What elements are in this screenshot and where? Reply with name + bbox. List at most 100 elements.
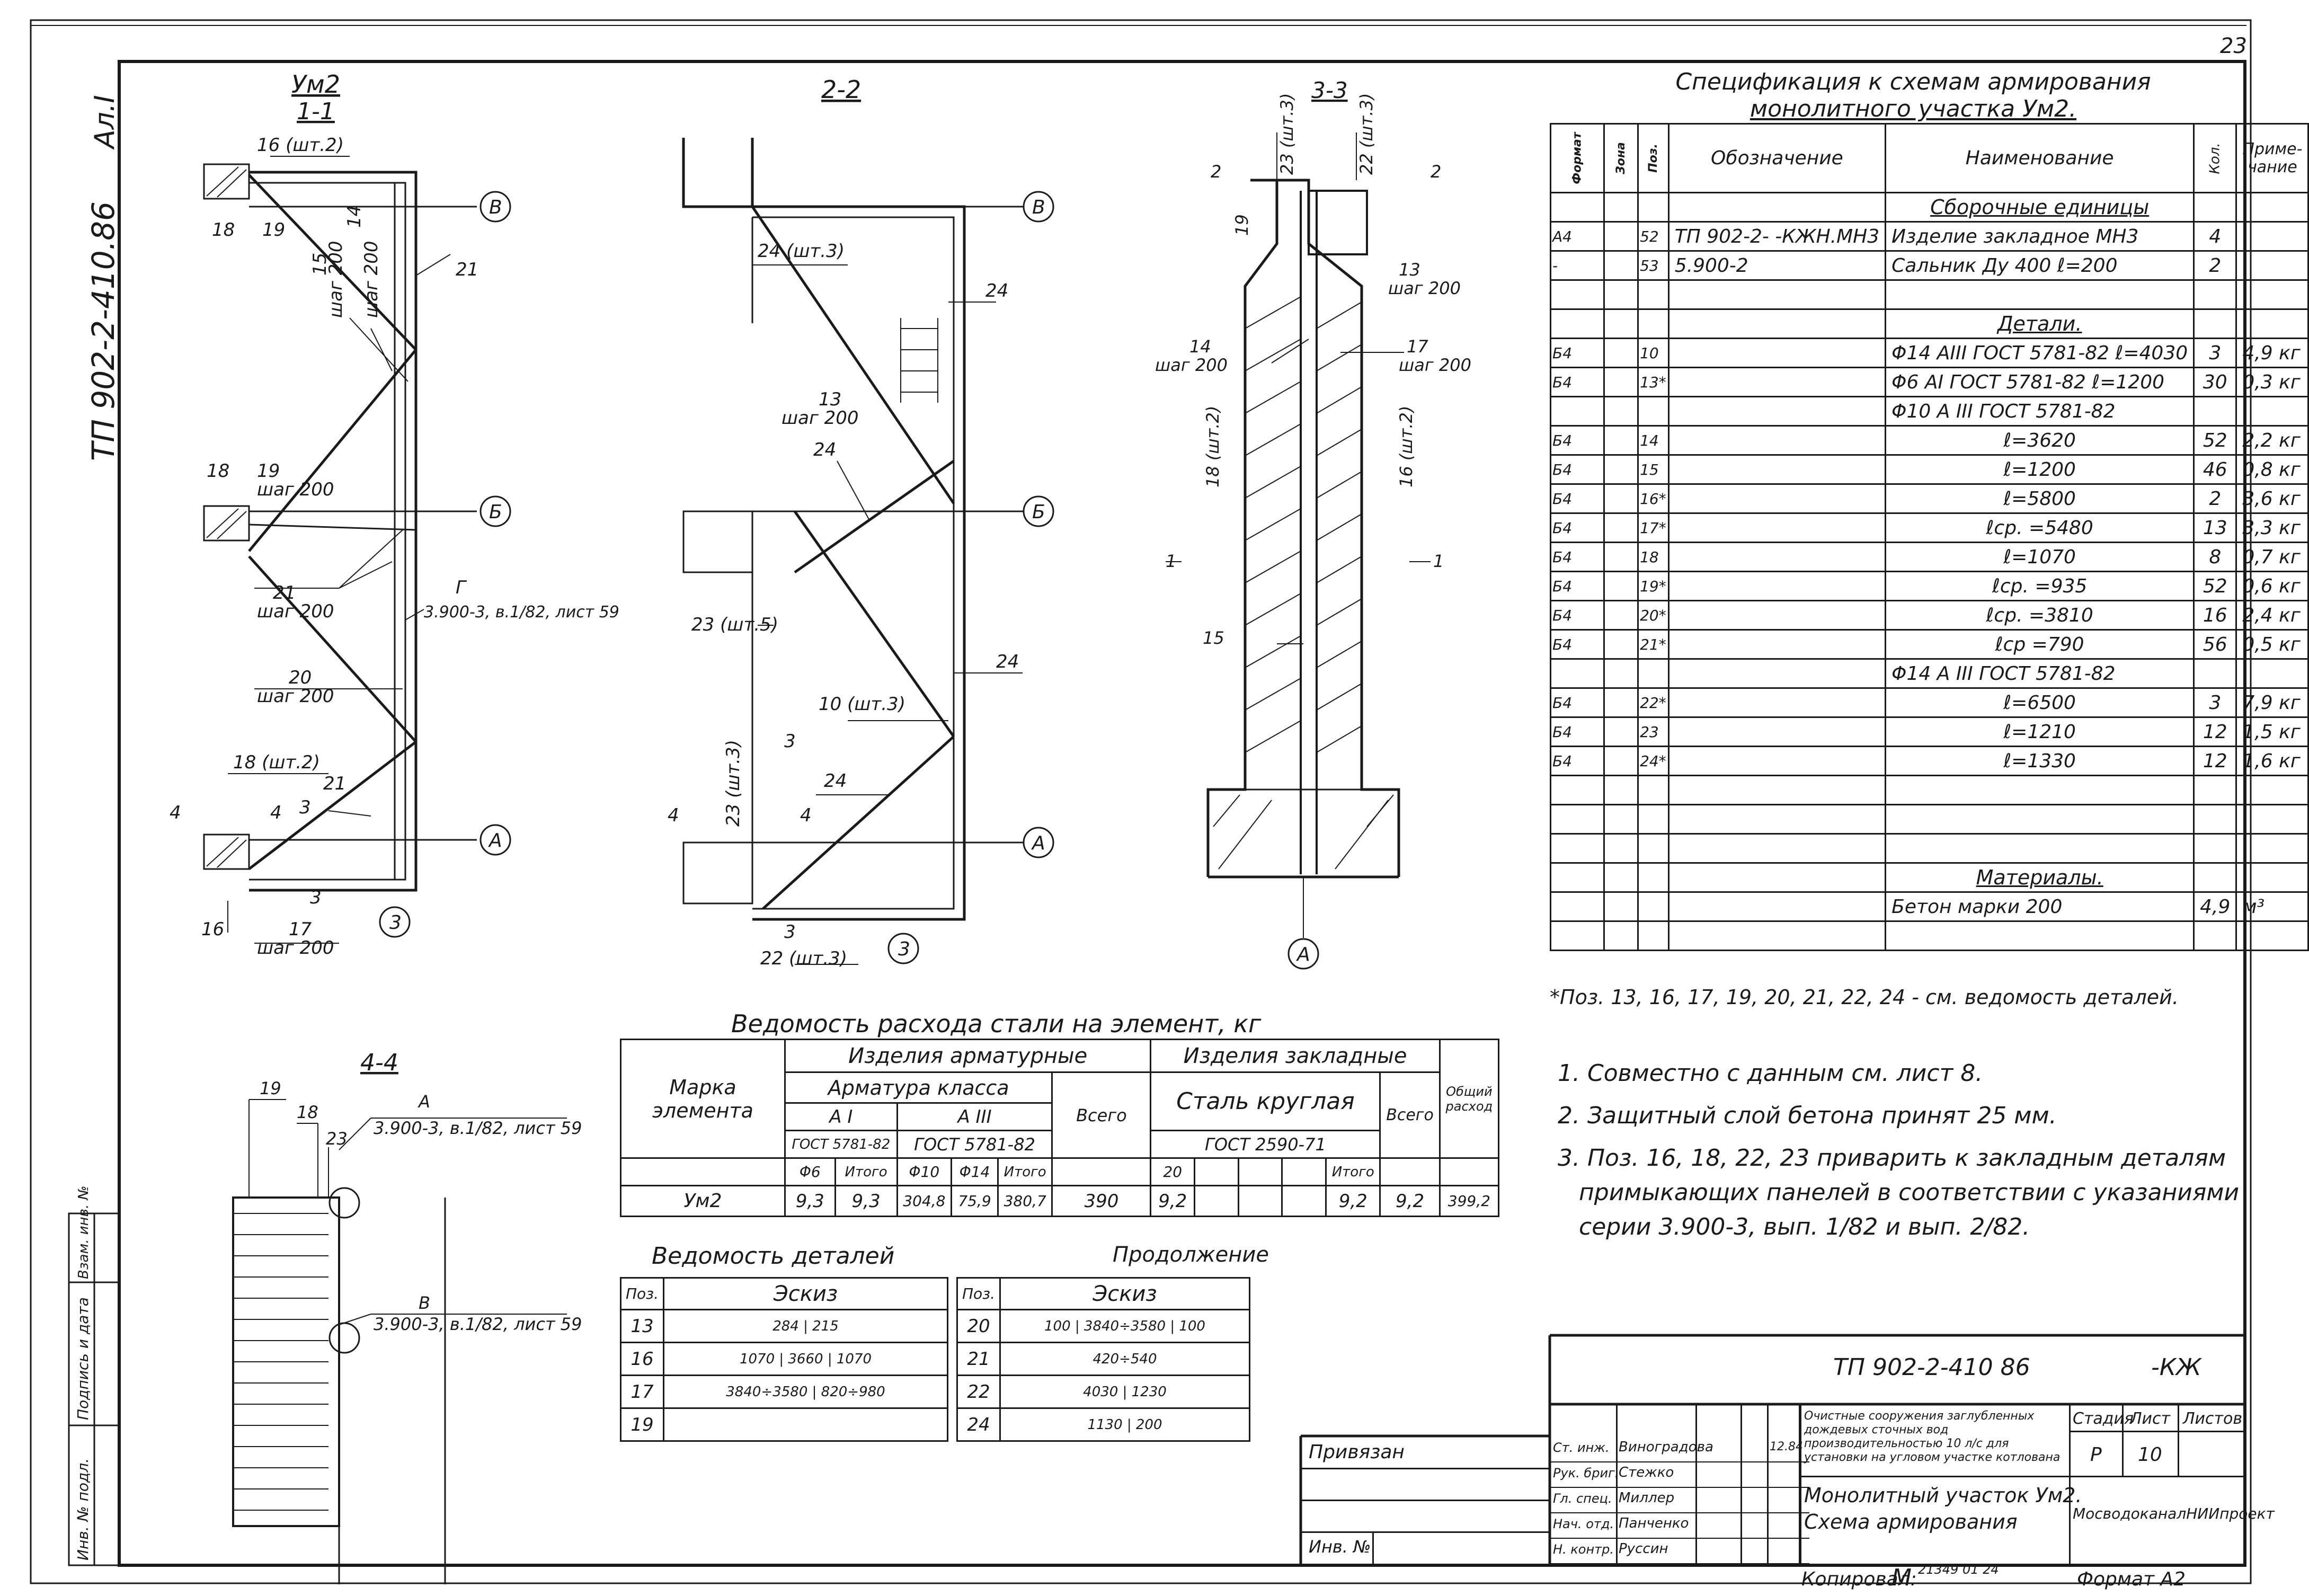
spec-cell-note: 0,7 кг — [2235, 542, 2309, 572]
svg-text:А: А — [418, 1092, 430, 1112]
svg-text:18: 18 — [297, 1102, 318, 1122]
spec-cell-fmt — [1549, 279, 1605, 310]
spec-cell-pos — [1637, 804, 1669, 835]
tb-stage-h — [2069, 1431, 2245, 1432]
tb-h-stage: Стадия — [2073, 1409, 2134, 1428]
spec-cell-note: 2,4 кг — [2235, 600, 2309, 631]
spec-cell-fmt — [1549, 192, 1605, 223]
spec-cell-zone — [1603, 862, 1639, 893]
svg-text:18: 18 — [212, 219, 235, 241]
spec-cell-pos — [1637, 279, 1669, 310]
spec-cell-desig — [1667, 629, 1887, 660]
spec-cell-desig — [1667, 512, 1887, 543]
steel-h-f6: Φ6 — [784, 1157, 836, 1186]
tb-priv-line2 — [1301, 1500, 1550, 1501]
spec-cell-pos: 15 — [1637, 454, 1669, 485]
steel-h-f14: Φ14 — [951, 1157, 999, 1186]
tb-role-name: Виноградова — [1619, 1439, 1713, 1455]
svg-text:18 (шт.2): 18 (шт.2) — [1203, 406, 1223, 487]
copied-signature: М — [1891, 1564, 1912, 1591]
spec-cell-desig — [1667, 920, 1887, 951]
spec-h-zone: Зона — [1603, 123, 1639, 193]
steel-h-itogo3: Итого — [1325, 1157, 1381, 1186]
spec-cell-name: Φ14 АIII ГОСТ 5781-82 ℓ=4030 — [1885, 338, 2195, 368]
tb-element-title-2: Схема армирования — [1804, 1510, 2018, 1533]
tb-code: ТП 902-2-410 86 — [1833, 1354, 2030, 1381]
steel-h-vsego: Всего — [1051, 1071, 1152, 1159]
spec-cell-name: ℓ=3620 — [1885, 425, 2195, 456]
spec-cell-desig — [1667, 746, 1887, 776]
tb-priv-line — [1301, 1468, 1550, 1469]
svg-text:1: 1 — [1166, 551, 1176, 571]
spec-cell-pos — [1637, 833, 1669, 864]
steel-table: Марка элемента Изделия арматурные Издели… — [620, 1039, 1500, 1217]
spec-table: Формат Зона Поз. Обозначение Наименовани… — [1549, 123, 2309, 951]
svg-text:16 (шт.2): 16 (шт.2) — [1396, 406, 1416, 487]
tb-role-row: Н. контр.Руссин — [1550, 1538, 1809, 1564]
album-label: Ал.I — [89, 95, 121, 150]
spec-cell-qty: 12 — [2193, 746, 2237, 776]
spec-cell-fmt: Б4 — [1549, 338, 1605, 368]
spec-cell-note — [2235, 279, 2309, 310]
view-1-axis-b: Б — [489, 501, 502, 523]
steel-h-vsego-empty — [1051, 1157, 1152, 1186]
spec-cell-name: ℓср. =935 — [1885, 571, 2195, 601]
tb-privyazan: Привязан — [1309, 1441, 1405, 1463]
spec-header-row: Формат Зона Поз. Обозначение Наименовани… — [1549, 123, 2309, 193]
spec-row: Сборочные единицы — [1549, 192, 2309, 223]
details-sketch: 1070 | 3660 | 1070 — [662, 1342, 949, 1376]
spec-cell-qty: 2 — [2193, 483, 2237, 514]
spec-row: Детали. — [1549, 308, 2309, 339]
steel-h-gost3: ГОСТ 2590-71 — [1150, 1130, 1381, 1159]
spec-cell-note: 0,3 кг — [2235, 367, 2309, 397]
steel-vsego: 390 — [1051, 1185, 1152, 1217]
spec-cell-fmt: Б4 — [1549, 512, 1605, 543]
tb-roles-v4 — [1767, 1404, 1769, 1565]
spec-cell-pos — [1637, 396, 1669, 427]
side-stamp-sign: Подпись и дата — [74, 1297, 92, 1420]
svg-text:2: 2 — [1431, 162, 1441, 182]
spec-cell-note: 3,6 кг — [2235, 483, 2309, 514]
spec-cell-pos — [1637, 862, 1669, 893]
spec-cell-name: ℓср. =3810 — [1885, 600, 2195, 631]
details-sketch: 284 | 215 — [662, 1309, 949, 1343]
spec-cell-note: 7,9 кг — [2235, 687, 2309, 718]
spec-cell-qty — [2193, 396, 2237, 427]
tb-role: Ст. инж. — [1553, 1440, 1610, 1455]
svg-text:17: 17 — [1407, 336, 1428, 357]
spec-cell-fmt: Б4 — [1549, 716, 1605, 747]
left-code-vertical: ТП 902-2-410.86 — [85, 201, 121, 461]
spec-cell-zone — [1603, 600, 1639, 631]
spec-cell-note: 0,5 кг — [2235, 629, 2309, 660]
svg-text:16: 16 — [201, 919, 224, 940]
spec-cell-fmt: Б4 — [1549, 746, 1605, 776]
spec-cell-note — [2235, 833, 2309, 864]
steel-e2 — [1237, 1185, 1283, 1217]
spec-cell-zone — [1603, 746, 1639, 776]
spec-footnote: *Поз. 13, 16, 17, 19, 20, 21, 22, 24 - с… — [1550, 986, 2179, 1009]
svg-text:23: 23 — [326, 1129, 348, 1149]
spec-cell-qty: 3 — [2193, 338, 2237, 368]
spec-cell-fmt: А4 — [1549, 221, 1605, 252]
spec-row: Материалы. — [1549, 862, 2309, 893]
spec-row: Φ14 А III ГОСТ 5781-82 — [1549, 658, 2309, 689]
spec-cell-name: Детали. — [1885, 308, 2195, 339]
details-pos: 21 — [956, 1342, 1001, 1376]
svg-text:10 (шт.3): 10 (шт.3) — [819, 694, 905, 715]
spec-cell-zone — [1603, 658, 1639, 689]
view-1-axis-3: 3 — [389, 912, 402, 934]
note-1: 1. Совместно с данным см. лист 8. — [1558, 1060, 1983, 1087]
note-2: 2. Защитный слой бетона принят 25 мм. — [1558, 1102, 2057, 1129]
view-1-drawing — [203, 156, 477, 944]
svg-text:22 (шт.3): 22 (шт.3) — [760, 948, 847, 969]
spec-cell-qty: 52 — [2193, 571, 2237, 601]
view-1-title: Ум2 — [291, 70, 340, 99]
spec-cell-name: Материалы. — [1885, 862, 2195, 893]
tb-stage-v2 — [2122, 1404, 2124, 1476]
tb-roles-v5 — [1799, 1404, 1801, 1565]
